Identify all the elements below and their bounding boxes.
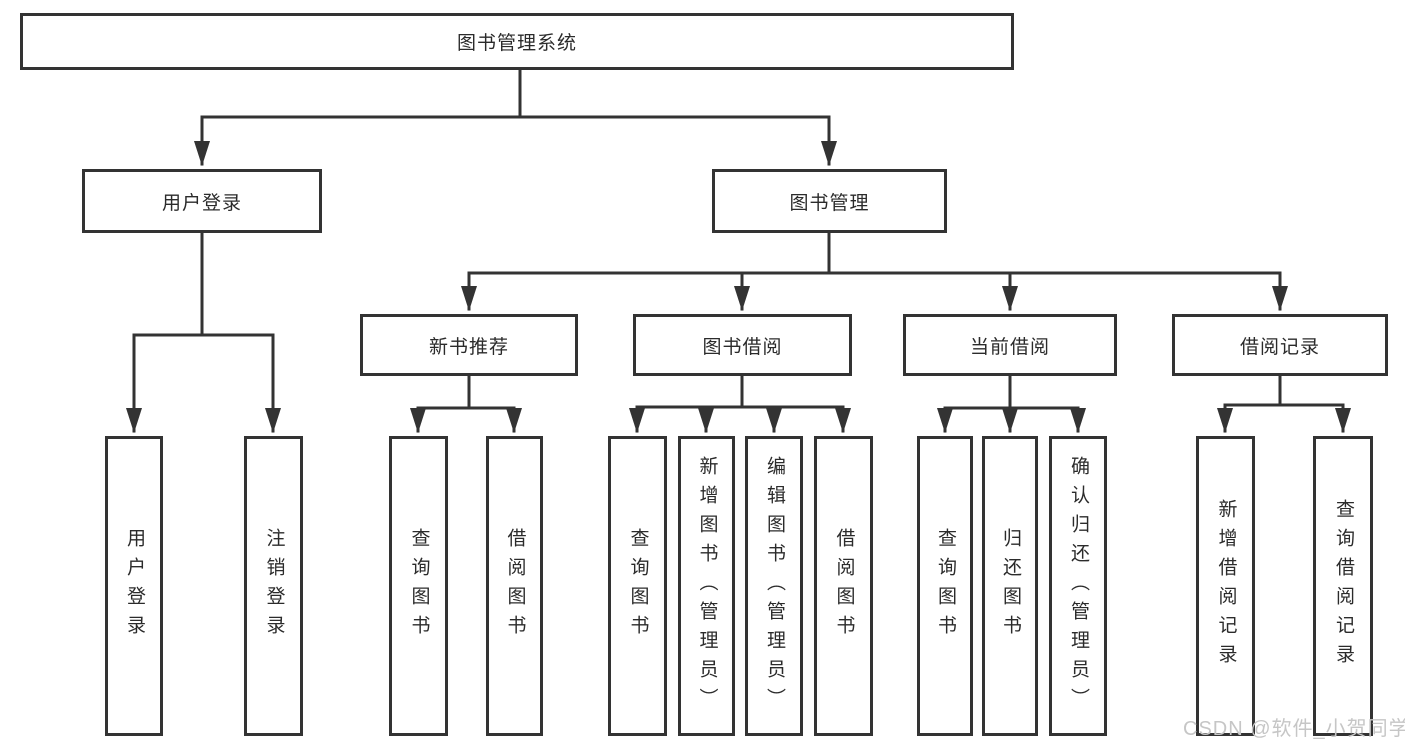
leaf-borrow-books: 借阅图书 bbox=[814, 436, 873, 736]
csdn-watermark: CSDN @软件_小贺同学 bbox=[1183, 718, 1405, 740]
leaf-query-books-recommend: 查询图书 bbox=[389, 436, 448, 736]
leaf-label: 借阅图书 bbox=[833, 528, 855, 644]
leaf-label: 查询图书 bbox=[934, 528, 956, 644]
leaf-label: 编辑图书（管理员） bbox=[763, 455, 785, 717]
leaf-label: 确认归还（管理员） bbox=[1067, 455, 1089, 717]
leaf-label: 归还图书 bbox=[999, 528, 1021, 644]
leaf-query-books-current: 查询图书 bbox=[917, 436, 973, 736]
leaf-label: 查询图书 bbox=[627, 528, 649, 644]
leaf-query-borrow-record: 查询借阅记录 bbox=[1313, 436, 1373, 736]
node-new-book-recommendation: 新书推荐 bbox=[360, 314, 578, 376]
leaf-label: 查询图书 bbox=[408, 528, 430, 644]
node-user-login: 用户登录 bbox=[82, 169, 322, 233]
node-library-system: 图书管理系统 bbox=[20, 13, 1014, 70]
leaf-label: 新增图书（管理员） bbox=[696, 455, 718, 717]
leaf-label: 用户登录 bbox=[123, 528, 145, 644]
leaf-user-login: 用户登录 bbox=[105, 436, 163, 736]
leaf-label: 新增借阅记录 bbox=[1215, 499, 1237, 673]
leaf-return-books: 归还图书 bbox=[982, 436, 1038, 736]
leaf-add-borrow-record: 新增借阅记录 bbox=[1196, 436, 1255, 736]
leaf-confirm-return-admin: 确认归还（管理员） bbox=[1049, 436, 1107, 736]
leaf-label: 注销登录 bbox=[263, 528, 285, 644]
node-book-borrowing: 图书借阅 bbox=[633, 314, 852, 376]
leaf-label: 借阅图书 bbox=[504, 528, 526, 644]
leaf-logout-login: 注销登录 bbox=[244, 436, 303, 736]
leaf-label: 查询借阅记录 bbox=[1332, 499, 1354, 673]
leaf-edit-book-admin: 编辑图书（管理员） bbox=[745, 436, 803, 736]
node-current-borrowing: 当前借阅 bbox=[903, 314, 1117, 376]
leaf-query-books-borrow: 查询图书 bbox=[608, 436, 667, 736]
leaf-add-book-admin: 新增图书（管理员） bbox=[678, 436, 735, 736]
node-borrowing-records: 借阅记录 bbox=[1172, 314, 1388, 376]
leaf-borrow-books-recommend: 借阅图书 bbox=[486, 436, 543, 736]
node-book-management: 图书管理 bbox=[712, 169, 947, 233]
